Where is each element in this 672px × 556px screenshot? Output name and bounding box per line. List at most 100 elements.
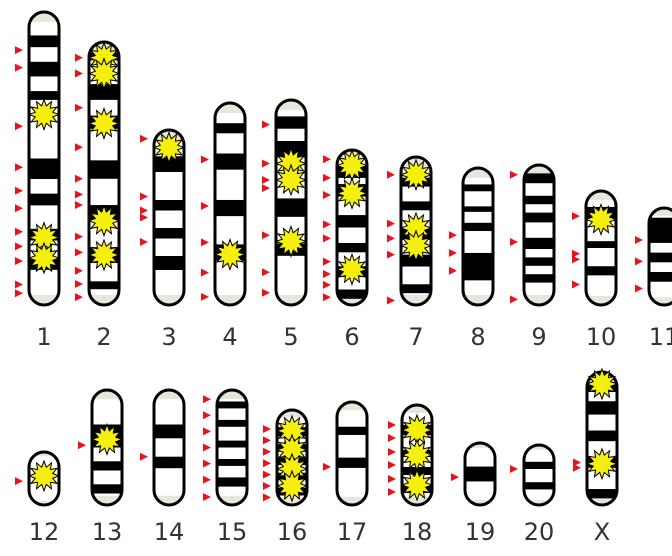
band: [337, 215, 367, 228]
mutation-burst: [90, 422, 124, 456]
band: [649, 272, 672, 282]
marker-arrow: [510, 238, 518, 246]
band: [524, 237, 554, 249]
band: [154, 256, 184, 270]
band: [29, 158, 59, 180]
band: [276, 116, 306, 129]
cap-bottom: [29, 295, 59, 305]
marker-arrow: [203, 475, 211, 484]
marker-arrow: [388, 461, 396, 469]
band: [587, 489, 617, 499]
chromosome-7: [387, 155, 433, 307]
cap-top: [215, 103, 245, 113]
mutation-burst: [584, 203, 618, 236]
chromosome-caps: [465, 443, 495, 505]
cap-bottom: [29, 500, 59, 505]
marker-arrow: [323, 234, 331, 243]
cap-bottom: [463, 295, 493, 305]
chromosome-bands: [154, 424, 184, 469]
chromosome-body: [524, 165, 554, 305]
mutation-burst: [335, 252, 369, 286]
cap-top: [277, 410, 307, 418]
band: [92, 461, 122, 471]
marker-arrow: [140, 452, 148, 461]
band: [217, 477, 247, 487]
marker-arrow: [140, 192, 148, 201]
band: [154, 200, 184, 211]
chromosome-outline: [647, 206, 672, 307]
marker-arrow: [323, 257, 331, 266]
marker-arrow: [449, 248, 457, 257]
marker-arrow: [263, 493, 271, 502]
marker-arrow: [387, 234, 395, 243]
chromosome-1: [15, 10, 61, 307]
mutation-burst: [87, 57, 121, 91]
band: [524, 195, 554, 205]
band: [29, 91, 59, 100]
marker-arrow: [201, 292, 209, 301]
band: [401, 284, 431, 294]
cap-bottom: [524, 295, 554, 305]
chromosome-body: [524, 445, 554, 505]
marker-arrow: [201, 238, 209, 247]
marker-arrow: [75, 201, 83, 210]
band: [586, 266, 616, 276]
marker-arrow: [203, 459, 211, 468]
cap-bottom: [92, 495, 122, 505]
mutation-burst: [585, 367, 619, 401]
marker-arrow: [15, 257, 23, 266]
band: [649, 252, 672, 263]
band: [89, 281, 119, 290]
chromosome-bands: [524, 461, 554, 490]
marker-arrow: [572, 249, 580, 258]
cap-top: [154, 390, 184, 400]
band: [524, 461, 554, 469]
marker-arrow: [388, 475, 396, 483]
band: [463, 222, 493, 232]
chromosome-label-8: 8: [470, 323, 486, 351]
marker-arrow: [263, 482, 271, 490]
chromosome-9: [510, 163, 556, 307]
band: [524, 482, 554, 490]
cap-top: [337, 402, 367, 411]
chromosome-11: [635, 206, 672, 307]
mutation-burst: [87, 204, 121, 238]
marker-arrow: [15, 477, 23, 486]
mutation-burst: [87, 238, 121, 272]
marker-arrow: [140, 213, 148, 222]
chromosome-outline: [275, 408, 309, 507]
cap-top: [217, 390, 247, 400]
marker-arrow: [15, 204, 23, 213]
chromosome-6: [323, 148, 369, 307]
chromosome-bands: [524, 173, 554, 283]
chromosome-5: [262, 98, 308, 307]
cap-bottom: [217, 495, 247, 505]
band: [465, 466, 495, 482]
chromosome-3: [140, 128, 186, 307]
chromosome-outline: [152, 388, 186, 507]
cap-top: [524, 445, 554, 450]
mutation-burst: [399, 158, 433, 192]
marker-arrow: [75, 293, 83, 302]
cap-top: [463, 168, 493, 178]
chromosome-label-7: 7: [408, 323, 424, 351]
marker-arrow: [387, 170, 395, 179]
chromosome-18: [388, 403, 434, 507]
chromosome-caps: [276, 100, 306, 305]
chromosome-10: [572, 189, 618, 307]
marker-arrow: [572, 212, 580, 221]
cap-top: [29, 12, 59, 22]
marker-arrow: [263, 470, 271, 479]
chromosome-caps: [524, 165, 554, 305]
chromosome-20: [510, 443, 556, 507]
cap-bottom: [276, 295, 306, 305]
marker-arrow: [635, 257, 643, 266]
band: [215, 153, 245, 170]
marker-arrow: [75, 69, 83, 78]
marker-arrow: [323, 462, 331, 471]
marker-arrow: [75, 248, 83, 257]
marker-arrow: [635, 284, 643, 293]
chromosome-13: [78, 388, 124, 507]
marker-arrow: [15, 122, 23, 131]
